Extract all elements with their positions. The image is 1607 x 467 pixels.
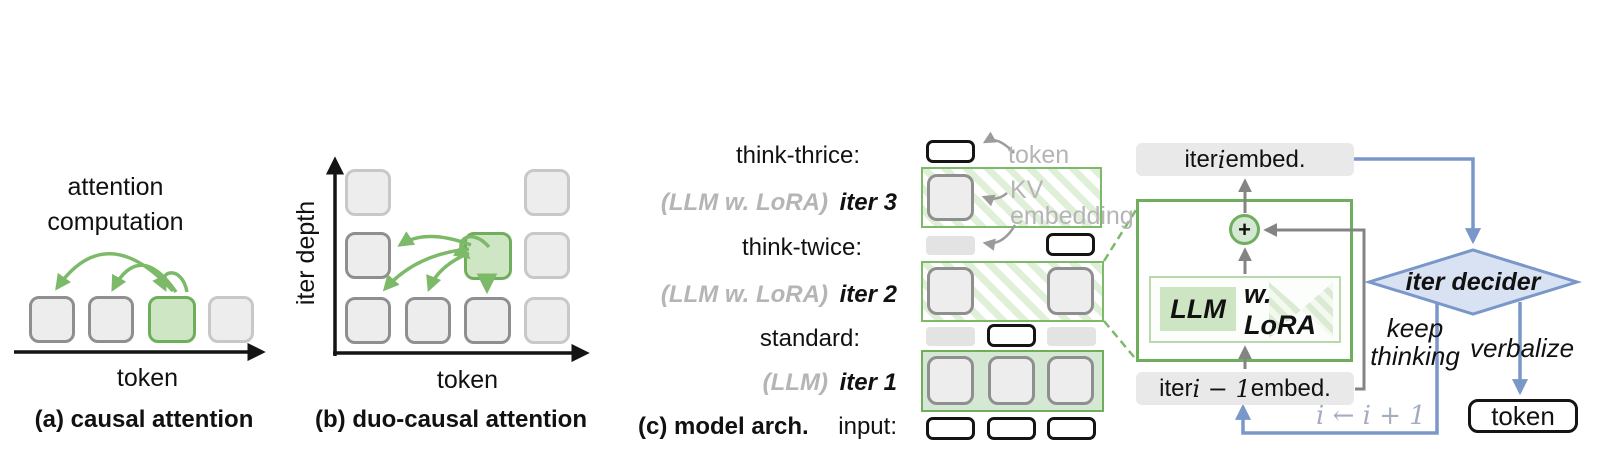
c-flow-keep-thinking-loop [1234, 302, 1439, 435]
c-label-iter3-num: iter 3 [839, 189, 897, 216]
c-thrice-token-rect [926, 140, 975, 163]
b-box-r3c4 [524, 297, 570, 344]
c-label-iter1-paren: (LLM) [762, 369, 828, 396]
c-zoom-dash-bottom [1103, 320, 1135, 358]
b-box-r1c1 [345, 169, 391, 216]
c-iter-i-embed-box: iter i embed. [1136, 143, 1354, 176]
b-x-axis-label: token [436, 366, 499, 394]
c-standard-kv-pill-2 [1047, 327, 1096, 346]
c-label-think-twice: think-twice: [741, 234, 862, 261]
c-iter-decider-label: iter decider [1405, 268, 1541, 296]
a-token-box-2 [88, 296, 134, 343]
b-box-r3c1 [345, 297, 391, 344]
c-legend-embedding: embedding [1010, 202, 1134, 230]
c-zoom-dash-top [1102, 209, 1138, 262]
c-output-token-box: token [1468, 399, 1578, 433]
c-input-token-2 [987, 417, 1036, 440]
c-iter1-box-1 [927, 356, 974, 405]
c-flow-embed-to-decider [1354, 157, 1482, 245]
c-iter2-kv-box-2 [1047, 267, 1094, 315]
c-llm-chip: LLM [1160, 287, 1236, 331]
c-label-iter1: (LLM) iter 1 [600, 369, 897, 397]
c-iter-prev-post: embed. [1250, 374, 1331, 402]
c-caption: (c) model arch. [638, 413, 809, 440]
b-caption: (b) duo-causal attention [315, 406, 587, 433]
c-output-token-label: token [1491, 400, 1555, 431]
c-standard-token-rect [987, 324, 1036, 347]
a-caption: (a) causal attention [34, 406, 254, 433]
c-token-pointer-arrow [982, 131, 1015, 154]
c-iter1-box-3 [1047, 356, 1094, 405]
c-iter-i-embed-pre: iter [1184, 145, 1218, 173]
c-iter-prev-pre: iter [1159, 374, 1193, 402]
c-iter3-kv-box [927, 174, 974, 221]
c-twice-kv-pill [926, 236, 975, 255]
b-box-r2c4 [524, 232, 570, 279]
c-standard-kv-pill-1 [926, 327, 975, 346]
c-plus-node: + [1229, 214, 1260, 245]
c-legend-token: token [1008, 141, 1070, 169]
b-y-axis-label: iter depth [292, 200, 320, 306]
c-keep-thinking-label: keep thinking [1356, 314, 1474, 370]
c-legend-kv: KV [1010, 176, 1044, 204]
a-token-box-3-active [148, 296, 196, 343]
c-keep-line2: thinking [1370, 341, 1460, 372]
c-twice-token-rect [1046, 233, 1095, 256]
b-self-loop [452, 234, 491, 259]
c-label-input: input: [838, 413, 897, 440]
a-annotation-line2: computation [47, 208, 184, 236]
a-attention-self-loop [152, 271, 189, 293]
c-iter-i-embed-post: embed. [1225, 145, 1306, 173]
b-box-r2c1 [345, 232, 391, 279]
c-label-iter3: (LLM w. LoRA) iter 3 [600, 189, 897, 217]
a-annotation-line1: attention [67, 173, 164, 201]
b-box-r2c3-active [464, 232, 512, 280]
c-label-standard: standard: [759, 325, 860, 352]
c-iter-i-embed-var: i [1217, 145, 1226, 174]
c-keep-line1: keep [1386, 313, 1444, 343]
c-verbalize-label: verbalize [1470, 333, 1575, 363]
c-llm-lora-box: LLM w. LoRA [1149, 276, 1341, 343]
c-iter-prev-embed-box: iter i − 1 embed. [1136, 372, 1354, 405]
c-iter-prev-var: i − 1 [1192, 374, 1251, 403]
c-update-rule: i ← i + 1 [1316, 401, 1426, 431]
c-input-token-3 [1047, 417, 1096, 440]
a-x-axis-label: token [116, 364, 179, 392]
a-token-box-1 [29, 296, 75, 343]
a-annotation: attention computation [18, 170, 213, 240]
a-attention-arc-mid [111, 263, 178, 293]
c-label-iter2-paren: (LLM w. LoRA) [660, 281, 828, 308]
c-iter-decider-diamond [1363, 248, 1583, 316]
c-iter1-box-2 [988, 356, 1035, 405]
a-token-box-4 [208, 296, 254, 343]
c-input-token-1 [926, 417, 975, 440]
c-label-iter1-num: iter 1 [839, 369, 897, 396]
c-embedding-pointer-arrow [982, 224, 1017, 251]
c-label-iter3-paren: (LLM w. LoRA) [660, 189, 828, 216]
c-residual-connection [1263, 223, 1366, 391]
c-label-iter2-num: iter 2 [839, 281, 897, 308]
c-w-lora-label: w. LoRA [1244, 278, 1316, 340]
c-plus-sign: + [1238, 216, 1251, 242]
c-label-iter2: (LLM w. LoRA) iter 2 [600, 281, 897, 309]
b-box-r1c4 [524, 169, 570, 216]
b-box-r3c2 [405, 297, 451, 344]
b-box-r3c3 [464, 297, 511, 344]
c-iter2-kv-box-1 [927, 267, 974, 315]
c-label-think-thrice: think-thrice: [735, 142, 860, 169]
c-kv-pointer-arrow [981, 192, 1008, 207]
